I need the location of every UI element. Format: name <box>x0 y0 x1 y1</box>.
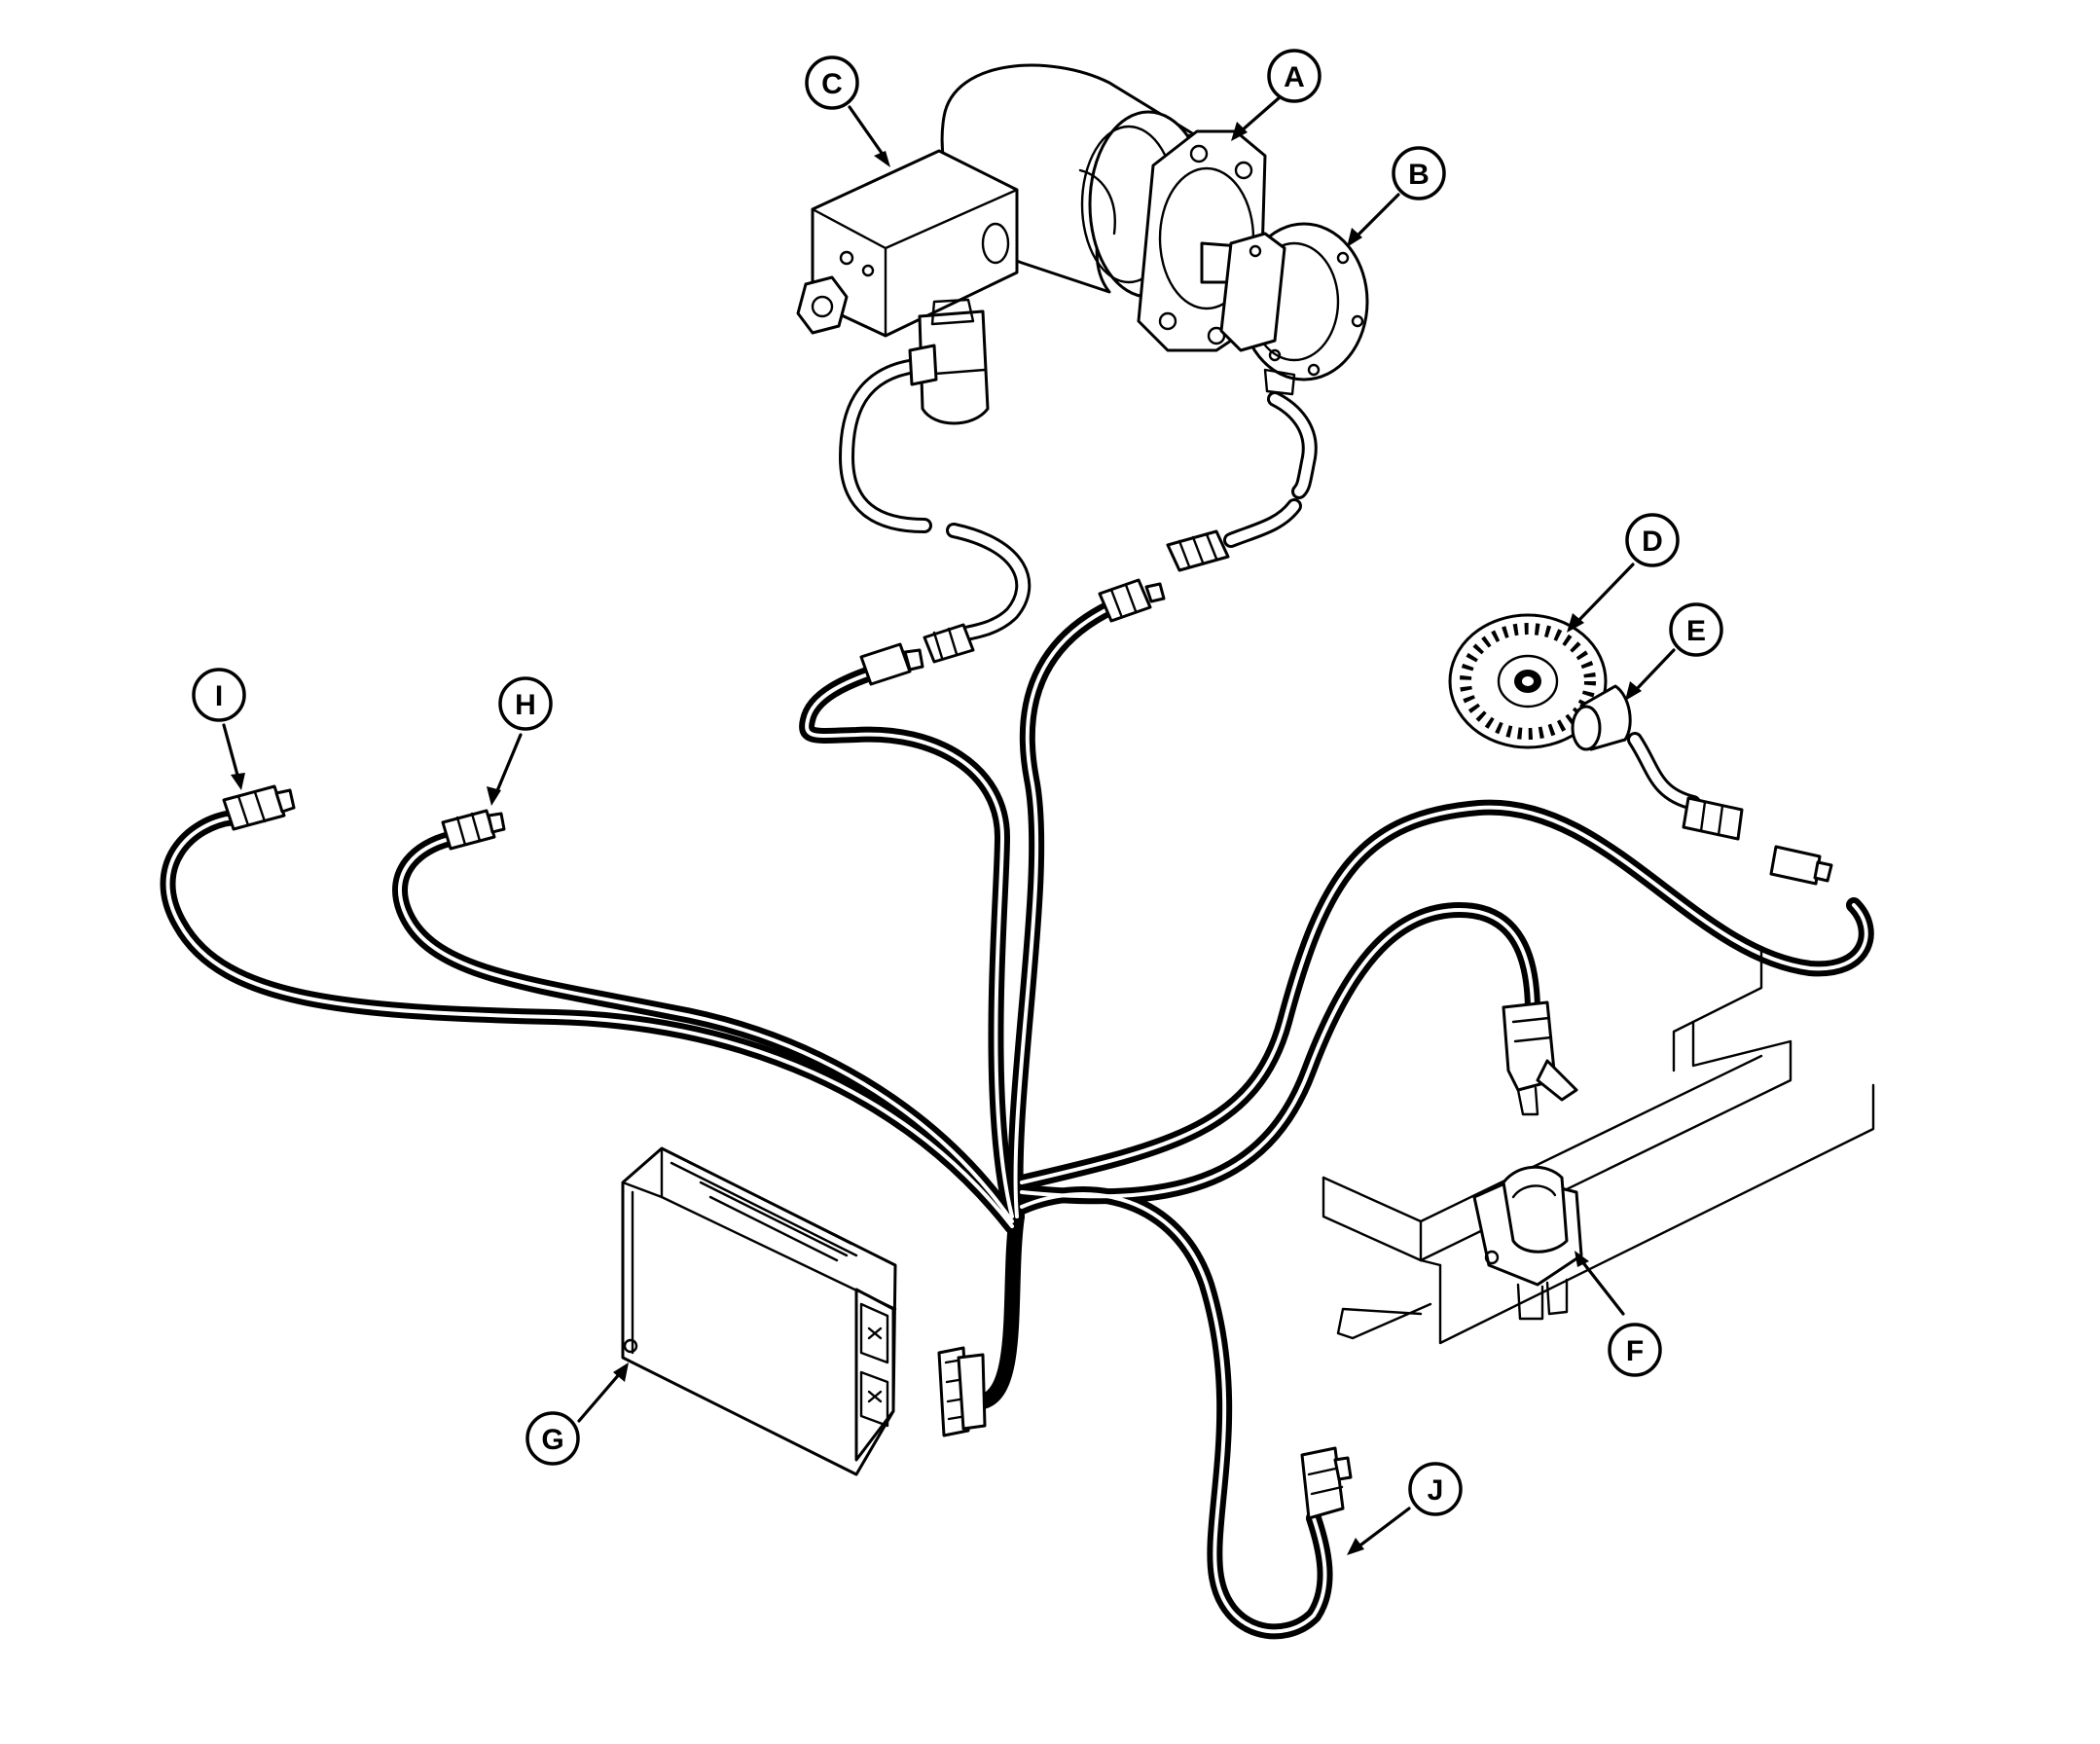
connector-harness-right <box>1502 1000 1578 1116</box>
leader-i-arrowhead <box>231 773 245 790</box>
leader-e <box>1633 648 1676 693</box>
callout-e-label: E <box>1686 615 1706 647</box>
callout-g-label: G <box>541 1424 563 1456</box>
sensor-leads <box>838 357 1701 811</box>
callout-f-label: F <box>1626 1335 1644 1367</box>
connector-controller-plug <box>937 1346 987 1437</box>
leader-j-arrowhead <box>1347 1538 1364 1555</box>
callout-c: C <box>805 55 859 110</box>
tone-wheel-d <box>1448 613 1608 749</box>
leader-h <box>494 733 523 795</box>
callout-i-label: I <box>215 680 223 712</box>
callout-leaders <box>222 95 1676 1555</box>
leader-d-arrowhead <box>1567 613 1584 633</box>
leader-f-arrowhead <box>1575 1251 1589 1267</box>
connector-j <box>1300 1446 1353 1520</box>
leader-e-arrowhead <box>1625 681 1642 701</box>
callout-b: B <box>1392 146 1446 200</box>
leader-d <box>1575 563 1635 625</box>
connector-h <box>441 809 506 851</box>
inline-connectors <box>222 529 1833 1520</box>
callout-i: I <box>192 668 246 722</box>
leader-i <box>222 723 240 781</box>
leader-b-arrowhead <box>1347 228 1362 247</box>
callouts: A B C D E F G H <box>192 49 1723 1516</box>
leader-c <box>848 105 886 158</box>
callout-d-label: D <box>1642 526 1663 558</box>
speed-sensor-e <box>1571 684 1632 751</box>
connector-c-lead <box>859 623 975 686</box>
mounting-bracket-f <box>1322 947 1875 1345</box>
callout-a: A <box>1267 49 1322 103</box>
callout-j-label: J <box>1428 1474 1444 1507</box>
connector-e-lead <box>1682 796 1833 886</box>
callout-f: F <box>1608 1323 1662 1377</box>
connector-i <box>222 784 296 831</box>
leader-b <box>1353 193 1400 240</box>
leader-f <box>1579 1258 1625 1316</box>
callout-d: D <box>1625 513 1680 567</box>
callout-h-label: H <box>515 689 536 721</box>
connector-b-lead <box>1098 529 1230 623</box>
callout-h: H <box>498 676 553 731</box>
leader-a <box>1239 95 1282 133</box>
callout-e: E <box>1669 602 1723 657</box>
leader-j <box>1356 1507 1411 1549</box>
sensor-b <box>1219 222 1369 396</box>
wiring-harness <box>160 600 1874 1640</box>
callout-g: G <box>525 1411 580 1466</box>
callout-a-label: A <box>1284 61 1305 93</box>
leader-h-arrowhead <box>487 786 501 806</box>
callout-b-label: B <box>1408 159 1430 191</box>
electronic-controller-g <box>621 1146 897 1476</box>
pump-motor-assembly <box>796 63 1267 425</box>
leader-c-arrowhead <box>874 151 890 167</box>
callout-c-label: C <box>821 68 843 100</box>
leader-g-arrowhead <box>613 1362 629 1382</box>
callout-j: J <box>1408 1462 1463 1516</box>
leader-a-arrowhead <box>1231 122 1248 141</box>
leader-g <box>577 1370 623 1423</box>
